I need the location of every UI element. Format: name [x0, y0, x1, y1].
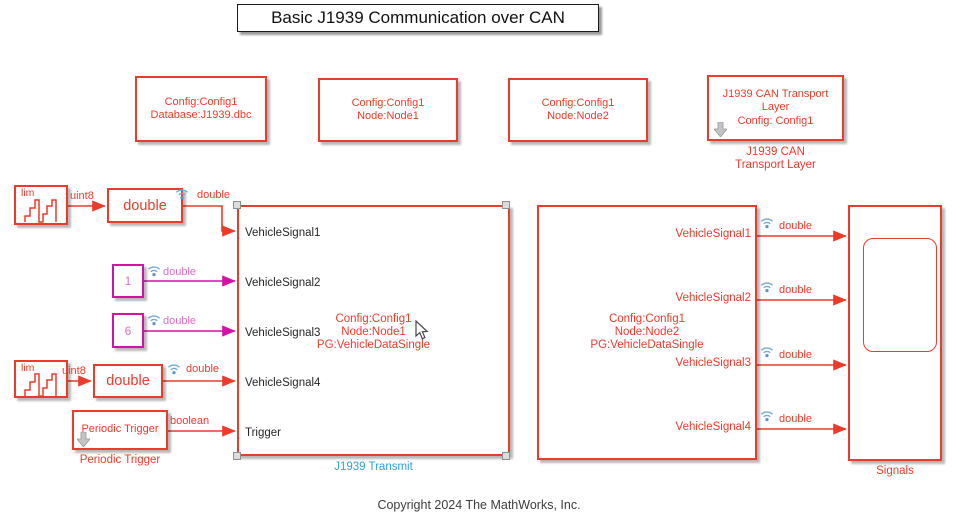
- signal-type-label: double: [779, 284, 813, 296]
- transport-layer-label[interactable]: J1939 CAN Transport Layer: [735, 146, 816, 171]
- staircase-waveform-icon: [24, 373, 57, 397]
- logging-badge-icon: [760, 344, 774, 358]
- selection-handle[interactable]: [233, 452, 241, 460]
- mouse-cursor: [415, 320, 429, 340]
- logging-badge-icon: [167, 361, 181, 375]
- constant-6-block[interactable]: 6: [112, 313, 144, 348]
- port-label: VehicleSignal4: [675, 421, 751, 433]
- signal-type-label: uint8: [70, 190, 94, 202]
- signal-type-label: double: [779, 349, 813, 361]
- port-label: VehicleSignal2: [245, 277, 321, 289]
- periodic-trigger-block[interactable]: Periodic Trigger: [72, 410, 168, 450]
- signals-scope-block[interactable]: [848, 205, 942, 461]
- signal-type-label: double: [779, 413, 813, 425]
- port-label: VehicleSignal3: [245, 327, 321, 339]
- counter-limited-1-tag: lim: [21, 187, 35, 199]
- counter-limited-1-block[interactable]: lim: [14, 185, 68, 225]
- logging-badge-icon: [147, 263, 161, 277]
- port-label: VehicleSignal2: [675, 292, 751, 304]
- j1939-transmit-block[interactable]: VehicleSignal1 VehicleSignal2 VehicleSig…: [237, 205, 510, 456]
- constant-6-value: 6: [124, 323, 132, 338]
- config-database-text: Config:Config1 Database:J1939.dbc: [150, 95, 252, 122]
- logging-badge-icon: [760, 408, 774, 422]
- data-type-conversion-1-block[interactable]: double: [107, 188, 183, 223]
- config-database-block[interactable]: Config:Config1 Database:J1939.dbc: [135, 76, 267, 142]
- logging-badge-icon: [175, 186, 189, 200]
- transport-layer-block[interactable]: J1939 CAN Transport Layer Config: Config…: [707, 75, 844, 141]
- copyright-text: Copyright 2024 The MathWorks, Inc.: [377, 498, 581, 512]
- dropdown-arrow-icon: [77, 432, 90, 447]
- logging-badge-icon: [760, 215, 774, 229]
- transmit-config-text: Config:Config1 Node:Node1 PG:VehicleData…: [316, 313, 431, 351]
- scope-screen-icon: [863, 238, 937, 352]
- wire-convert1-to-vehiclesignal1[interactable]: [183, 205, 236, 237]
- constant-1-value: 1: [124, 274, 132, 288]
- data-type-conversion-2-block[interactable]: double: [93, 364, 163, 398]
- signal-type-label: boolean: [170, 415, 210, 427]
- conversion-1-text: double: [123, 197, 167, 214]
- port-label: VehicleSignal3: [675, 357, 751, 369]
- signal-type-label: double: [197, 189, 231, 201]
- selection-handle[interactable]: [233, 201, 241, 209]
- counter-limited-2-tag: lim: [21, 362, 35, 374]
- conversion-2-text: double: [106, 373, 150, 389]
- periodic-trigger-label[interactable]: Periodic Trigger: [79, 454, 161, 466]
- staircase-waveform-icon: [24, 199, 57, 223]
- config-node1-text: Config:Config1 Node:Node1: [351, 96, 425, 123]
- signal-type-label: uint8: [62, 365, 86, 377]
- config-node1-block[interactable]: Config:Config1 Node:Node1: [318, 78, 458, 142]
- transport-layer-text: J1939 CAN Transport Layer Config: Config…: [722, 87, 829, 127]
- scope-block-label[interactable]: Signals: [876, 465, 914, 477]
- periodic-trigger-text: Periodic Trigger: [81, 423, 159, 436]
- constant-1-block[interactable]: 1: [112, 264, 144, 298]
- logging-badge-icon: [147, 312, 161, 326]
- port-label: VehicleSignal4: [245, 377, 321, 389]
- receive-config-text: Config:Config1 Node:Node2 PG:VehicleData…: [590, 313, 704, 351]
- selection-handle[interactable]: [502, 452, 510, 460]
- dropdown-arrow-icon: [714, 122, 727, 137]
- signal-type-label: double: [163, 315, 197, 327]
- logging-badge-icon: [760, 279, 774, 293]
- model-title[interactable]: Basic J1939 Communication over CAN: [237, 4, 599, 32]
- transmit-block-label[interactable]: J1939 Transmit: [334, 461, 413, 473]
- selection-handle[interactable]: [502, 201, 510, 209]
- config-node2-text: Config:Config1 Node:Node2: [541, 96, 615, 123]
- signal-type-label: double: [163, 266, 197, 278]
- signal-type-label: double: [779, 220, 813, 232]
- config-node2-block[interactable]: Config:Config1 Node:Node2: [508, 78, 648, 142]
- counter-limited-2-block[interactable]: lim: [14, 360, 68, 398]
- port-label: VehicleSignal1: [675, 228, 751, 240]
- j1939-receive-block[interactable]: VehicleSignal1 VehicleSignal2 VehicleSig…: [537, 205, 757, 460]
- port-label: VehicleSignal1: [245, 227, 321, 239]
- port-label: Trigger: [245, 427, 281, 439]
- signal-type-label: double: [186, 363, 220, 375]
